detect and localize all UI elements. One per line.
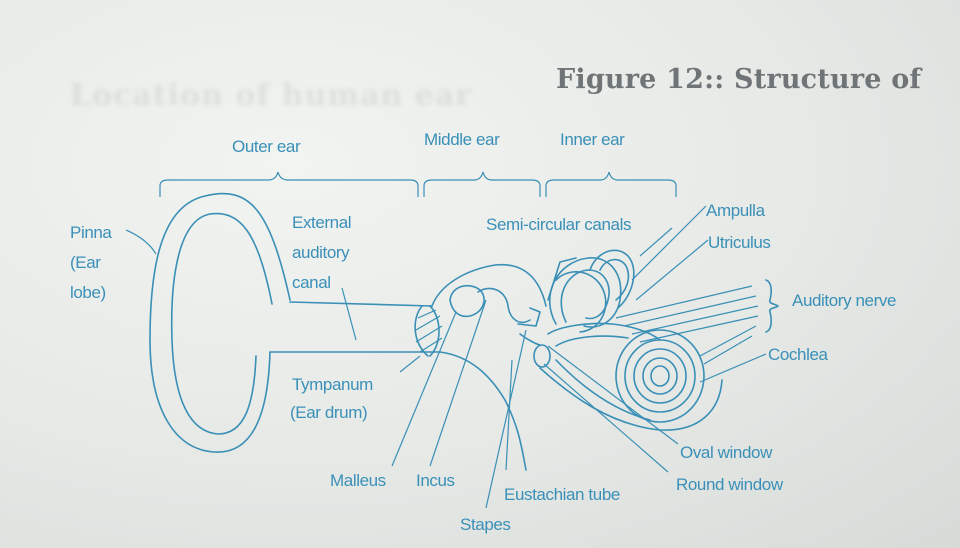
label-tympanum-line-1: Tympanum xyxy=(292,375,373,394)
eardrum xyxy=(414,305,443,357)
label-eustachian-tube: Eustachian tube xyxy=(504,485,620,504)
label-canal-line-2: auditory xyxy=(292,243,350,262)
faded-background-heading: Location of human ear xyxy=(70,78,473,113)
figure-title: Figure 12:: Structure of xyxy=(556,64,922,95)
label-tympanum-line-2: (Ear drum) xyxy=(290,403,367,422)
ossicles xyxy=(431,263,551,368)
label-canal-line-3: canal xyxy=(292,273,331,292)
label-incus: Incus xyxy=(416,471,455,490)
label-pinna-line-1: Pinna xyxy=(70,223,112,242)
label-round-window: Round window xyxy=(676,475,784,494)
label-pinna-line-2: (Ear xyxy=(70,253,101,272)
section-label-middle-ear: Middle ear xyxy=(424,130,500,149)
label-semicircular-canals: Semi-circular canals xyxy=(486,215,631,234)
cochlea xyxy=(539,329,723,431)
section-label-inner-ear: Inner ear xyxy=(560,130,625,149)
leader-lines xyxy=(125,205,767,509)
label-stapes: Stapes xyxy=(460,515,511,534)
inner-ear-brace xyxy=(545,171,677,197)
outer-ear-brace xyxy=(159,171,419,197)
section-label-outer-ear: Outer ear xyxy=(232,137,301,156)
pinna-outline xyxy=(149,192,291,453)
label-pinna-line-3: lobe) xyxy=(70,283,106,302)
label-cochlea: Cochlea xyxy=(768,345,829,364)
label-auditory-nerve: Auditory nerve xyxy=(792,291,896,310)
ear-canal xyxy=(269,301,527,471)
label-ampulla: Ampulla xyxy=(706,201,766,220)
semicircular-canals xyxy=(547,249,635,333)
label-canal-line-1: External xyxy=(292,213,351,232)
label-oval-window: Oval window xyxy=(680,443,773,462)
vestibule xyxy=(547,322,661,347)
label-utriculus: Utriculus xyxy=(708,233,771,252)
middle-ear-brace xyxy=(423,171,541,197)
auditory-nerve-fibers xyxy=(615,279,779,365)
label-malleus: Malleus xyxy=(330,471,386,490)
